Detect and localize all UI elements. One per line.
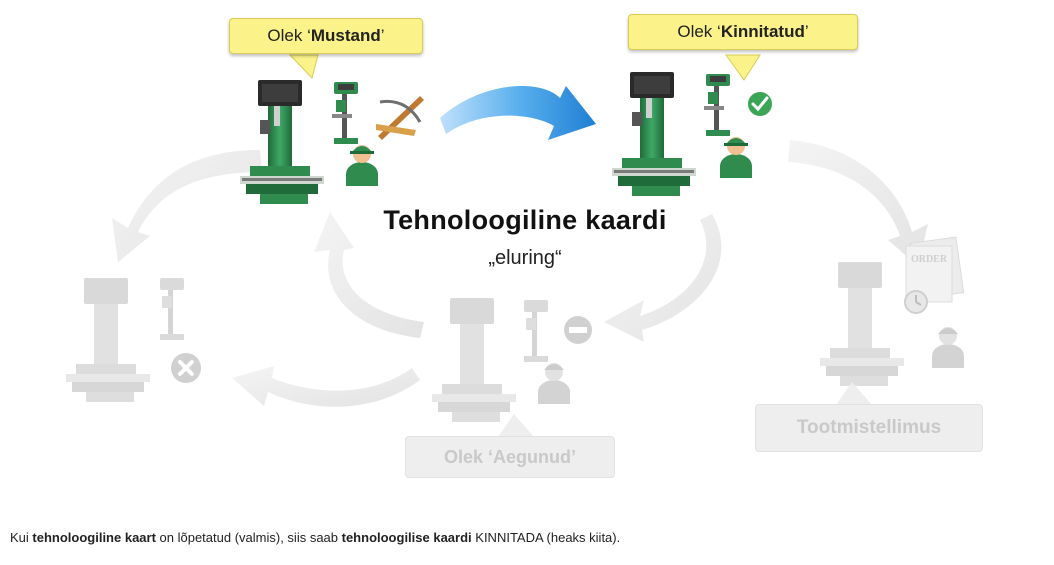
caption-part-2: on lõpetatud (valmis), siis saab xyxy=(155,530,342,545)
bubble-tail-approved xyxy=(725,54,761,81)
machine-group-approved xyxy=(612,72,752,196)
minus-icon xyxy=(564,316,592,344)
caption-part-3: KINNITADA (heaks kiita). xyxy=(471,530,621,545)
state-bubble-obsolete: Olek ‘Aegunud’ xyxy=(405,436,615,478)
state-draft-prefix: Olek ‘ xyxy=(267,26,311,45)
caption-bold-2: tehnoloogilise kaardi xyxy=(341,530,472,545)
cycle-arrow-obsolete-to-draft xyxy=(314,212,424,338)
transition-arrow-draft-to-approved xyxy=(440,86,596,140)
machine-group-cancelled xyxy=(66,278,184,402)
caption-text: Kui tehnoloogiline kaart on lõpetatud (v… xyxy=(10,530,620,545)
state-draft-suffix: ’ xyxy=(380,26,385,45)
caption-bold-1: tehnoloogiline kaart xyxy=(32,530,156,545)
production-order-label: Tootmistellimus xyxy=(755,404,983,452)
diagram-subtitle: „eluring“ xyxy=(488,247,562,269)
cycle-arrow-draft-to-cancelled xyxy=(112,150,262,262)
bubble-tail-order xyxy=(836,382,872,405)
cycle-arrow-obsolete-to-cancelled xyxy=(232,366,420,407)
state-approved-prefix: Olek ‘ xyxy=(677,22,721,41)
cycle-arrow-approved-to-obsolete xyxy=(604,214,722,342)
drafting-tools-icon xyxy=(376,96,424,140)
caption-part-1: Kui xyxy=(10,530,33,545)
state-bubble-approved: Olek ‘Kinnitatud’ xyxy=(628,14,858,50)
clock-icon xyxy=(904,290,928,314)
bubble-tail-draft xyxy=(288,54,319,79)
approved-check-icon xyxy=(746,90,774,118)
state-draft-name: Mustand xyxy=(310,26,381,45)
order-documents-icon: ORDER xyxy=(905,236,965,303)
machine-group-draft xyxy=(240,80,378,204)
state-approved-suffix: ’ xyxy=(804,22,809,41)
bubble-tail-obsolete xyxy=(498,414,534,437)
machine-group-obsolete xyxy=(432,298,570,422)
lifecycle-diagram: ORDER xyxy=(66,54,965,437)
cross-icon xyxy=(171,353,201,383)
diagram-title: Tehnoloogiline kaardi xyxy=(383,205,667,235)
state-bubble-draft: Olek ‘Mustand’ xyxy=(229,18,423,54)
state-approved-name: Kinnitatud xyxy=(720,22,805,41)
order-sheet-text: ORDER xyxy=(911,254,948,265)
